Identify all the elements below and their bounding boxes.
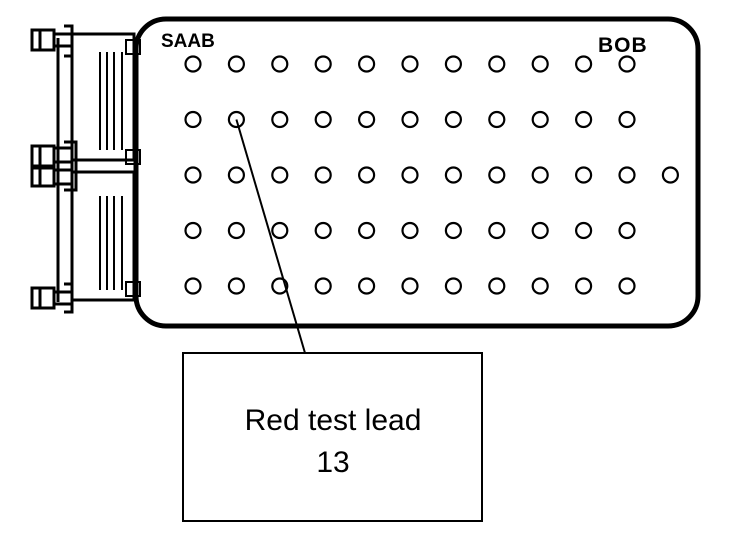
pin-hole: [271, 166, 289, 184]
pin-hole: [574, 166, 593, 184]
harness-assembly: [56, 32, 141, 302]
pin-hole: [271, 55, 289, 73]
pin-hole: [488, 221, 506, 240]
pin-hole: [574, 277, 593, 295]
pin-hole: [531, 221, 549, 240]
pin-hole: [401, 221, 419, 240]
pin-hole: [184, 277, 202, 295]
pin-hole: [184, 221, 202, 240]
pin-hole: [661, 166, 680, 184]
pin-hole: [618, 55, 636, 73]
pin-hole: [227, 221, 245, 240]
pin-hole: [488, 110, 506, 129]
pin-hole: [444, 166, 462, 184]
pin-hole: [227, 55, 245, 73]
pin-hole: [488, 55, 506, 73]
pin-hole: [618, 110, 636, 129]
connector-top: [30, 24, 74, 58]
pin-hole: [358, 277, 376, 295]
pin-hole: [444, 110, 462, 129]
box-name-label: BOB: [598, 34, 648, 57]
harness-block-lower: [70, 170, 136, 302]
pin-hole: [401, 55, 419, 73]
pin-hole: [618, 166, 636, 184]
pin-hole: [358, 55, 376, 73]
pin-hole: [184, 166, 202, 184]
callout-label-line2: 13: [316, 446, 349, 479]
pin-hole: [488, 166, 506, 184]
pin-hole: [618, 277, 636, 295]
pin-hole: [314, 277, 332, 295]
pin-hole: [531, 110, 549, 129]
callout-box: [182, 352, 483, 522]
pin-hole: [401, 277, 419, 295]
callout-leader-line: [235, 119, 306, 354]
callout-label-line1: Red test lead: [245, 404, 422, 437]
breakout-box: [133, 16, 701, 329]
pin-hole: [531, 166, 549, 184]
pin-hole: [618, 221, 636, 240]
pin-hole: [314, 110, 332, 129]
pin-hole: [271, 221, 289, 240]
pin-hole: [358, 166, 376, 184]
pin-hole: [444, 55, 462, 73]
pin-hole: [271, 277, 289, 295]
pin-hole: [531, 55, 549, 73]
pin-hole: [227, 166, 245, 184]
pin-hole: [574, 221, 593, 240]
pin-hole: [488, 277, 506, 295]
pin-hole: [184, 110, 202, 129]
pin-hole: [314, 221, 332, 240]
pin-hole: [574, 55, 593, 73]
pin-hole: [531, 277, 549, 295]
pin-hole: [401, 166, 419, 184]
pin-hole: [227, 110, 245, 129]
pin-hole: [401, 110, 419, 129]
pin-hole: [444, 277, 462, 295]
pin-hole: [314, 55, 332, 73]
pin-hole: [227, 277, 245, 295]
brand-label: SAAB: [161, 31, 215, 52]
pin-hole: [358, 221, 376, 240]
pin-grid: [184, 55, 680, 295]
harness-block-upper: [70, 32, 136, 162]
pin-hole: [444, 221, 462, 240]
connector-bottom: [30, 282, 74, 314]
connector-middle: [30, 140, 78, 192]
pin-hole: [271, 110, 289, 129]
pin-hole: [184, 55, 202, 73]
pin-hole: [314, 166, 332, 184]
pin-hole: [574, 110, 593, 129]
pin-hole: [358, 110, 376, 129]
